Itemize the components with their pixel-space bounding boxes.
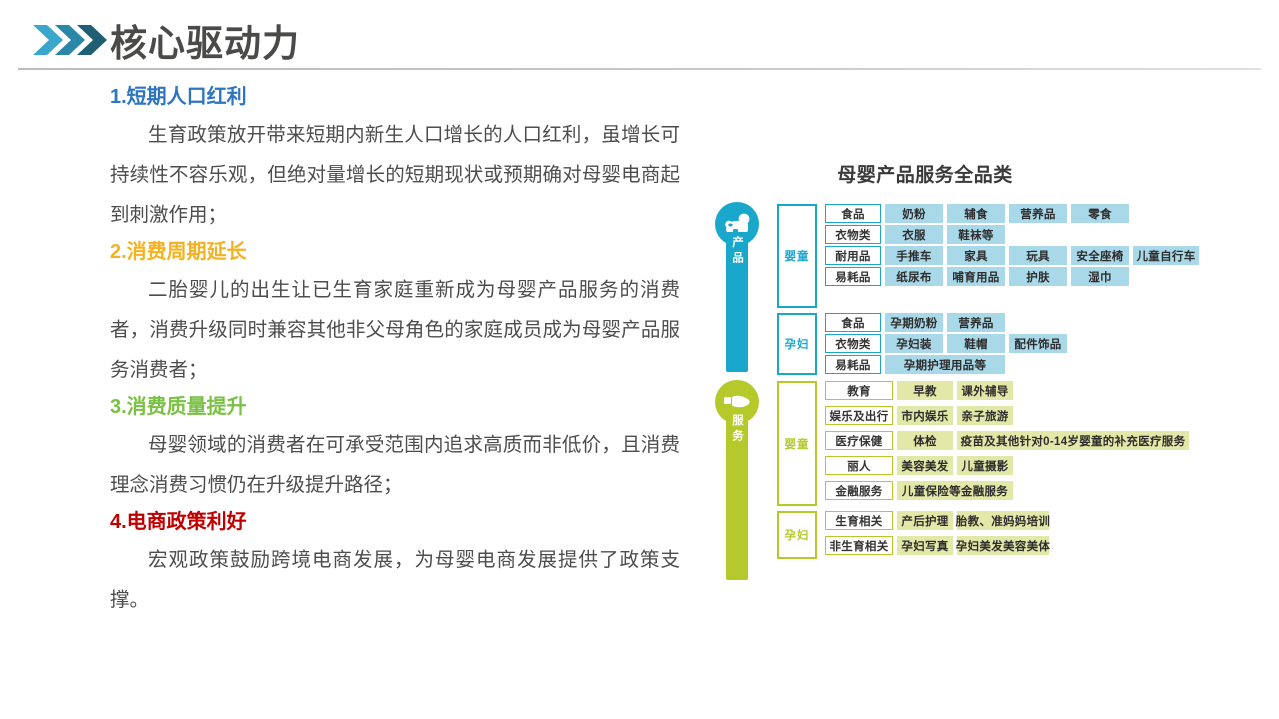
- category-cell: 医疗保健: [825, 431, 893, 450]
- section-heading-4: 4.电商政策利好: [110, 511, 247, 533]
- item-chip: 纸尿布: [885, 267, 943, 286]
- item-chip: 奶粉: [885, 204, 943, 223]
- item-chip: 家具: [947, 246, 1005, 265]
- diagram-title: 母婴产品服务全品类: [837, 165, 1013, 186]
- item-chip: 零食: [1071, 204, 1129, 223]
- section-body-3: 母婴领域的消费者在可承受范围内追求高质而非低价，且消费理念消费习惯仍在升级提升路…: [110, 434, 680, 496]
- item-chip: 儿童保险等金融服务: [897, 481, 1013, 500]
- item-chip: 湿巾: [1071, 267, 1129, 286]
- category-cell: 生育相关: [825, 511, 893, 530]
- category-cell: 金融服务: [825, 481, 893, 500]
- section-heading-2: 2.消费周期延长: [110, 241, 247, 263]
- product-service-taxonomy-diagram: 母婴产品服务全品类 产品 婴童 食品 奶粉 辅食 营养品 零食 衣物类 衣服 鞋…: [715, 160, 1215, 620]
- section-heading-3: 3.消费质量提升: [110, 396, 247, 418]
- chevron-group-icon: [33, 24, 111, 56]
- group-bar-product: 产品: [726, 236, 748, 372]
- item-chip: 鞋袜等: [947, 225, 1005, 244]
- item-chip: 孕妇美发美容美体: [956, 536, 1050, 555]
- item-chip: 美容美发: [897, 456, 953, 475]
- item-chip: 产后护理: [897, 511, 953, 530]
- category-cell: 非生育相关: [825, 536, 893, 555]
- hand-holding-icon: [715, 380, 759, 424]
- item-chip: 市内娱乐: [897, 406, 953, 425]
- item-chip: 儿童自行车: [1133, 246, 1199, 265]
- item-chip: 鞋帽: [947, 334, 1005, 353]
- section-heading-1: 1.短期人口红利: [110, 86, 247, 108]
- page-title: 核心驱动力: [110, 23, 300, 64]
- group-bar-product-label: 产品: [731, 236, 743, 267]
- category-cell: 教育: [825, 381, 893, 400]
- item-chip: 亲子旅游: [957, 406, 1013, 425]
- category-cell: 娱乐及出行: [825, 406, 893, 425]
- category-cell: 丽人: [825, 456, 893, 475]
- group-bar-service: 服务: [726, 414, 748, 580]
- category-cell: 食品: [825, 313, 881, 332]
- category-cell: 耐用品: [825, 246, 881, 265]
- item-chip: 儿童摄影: [957, 456, 1013, 475]
- audience-label: 婴童: [784, 438, 810, 451]
- item-chip: 孕妇写真: [897, 536, 953, 555]
- category-cell: 易耗品: [825, 267, 881, 286]
- item-chip: 早教: [897, 381, 953, 400]
- category-cell: 衣物类: [825, 334, 881, 353]
- item-chip: 手推车: [885, 246, 943, 265]
- item-chip: 胎教、准妈妈培训: [956, 511, 1050, 530]
- item-chip: 孕期奶粉: [885, 313, 943, 332]
- category-cell: 易耗品: [825, 355, 881, 374]
- item-chip: 配件饰品: [1009, 334, 1067, 353]
- item-chip: 玩具: [1009, 246, 1067, 265]
- category-cell: 衣物类: [825, 225, 881, 244]
- audience-box-service-pregnant: 孕妇: [777, 511, 817, 559]
- item-chip: 疫苗及其他针对0-14岁婴童的补充医疗服务: [957, 431, 1189, 450]
- section-body-2: 二胎婴儿的出生让已生育家庭重新成为母婴产品服务的消费者，消费升级同时兼容其他非父…: [110, 279, 680, 381]
- drivers-text-column: 1.短期人口红利 生育政策放开带来短期内新生人口增长的人口红利，虽增长可持续性不…: [0, 82, 700, 622]
- audience-box-service-infant: 婴童: [777, 381, 817, 506]
- item-chip: 哺育用品: [947, 267, 1005, 286]
- title-divider: [18, 68, 1261, 70]
- item-chip: 营养品: [1009, 204, 1067, 223]
- item-chip: 辅食: [947, 204, 1005, 223]
- audience-box-product-pregnant: 孕妇: [777, 313, 817, 375]
- item-chip: 孕妇装: [885, 334, 943, 353]
- group-bar-service-label: 服务: [731, 414, 743, 445]
- audience-box-product-infant: 婴童: [777, 204, 817, 308]
- item-chip: 护肤: [1009, 267, 1067, 286]
- audience-label: 孕妇: [784, 339, 810, 351]
- item-chip: 安全座椅: [1071, 246, 1129, 265]
- section-body-4: 宏观政策鼓励跨境电商发展，为母婴电商发展提供了政策支撑。: [110, 549, 680, 611]
- item-chip: 课外辅导: [957, 381, 1013, 400]
- page-header: 核心驱动力: [0, 0, 1279, 72]
- item-chip: 体检: [897, 431, 953, 450]
- category-cell: 食品: [825, 204, 881, 223]
- audience-label: 孕妇: [784, 530, 810, 542]
- section-body-1: 生育政策放开带来短期内新生人口增长的人口红利，虽增长可持续性不容乐观，但绝对量增…: [110, 124, 680, 226]
- audience-label: 婴童: [784, 251, 810, 263]
- item-chip: 孕期护理用品等: [885, 355, 1005, 374]
- item-chip: 营养品: [947, 313, 1005, 332]
- item-chip: 衣服: [885, 225, 943, 244]
